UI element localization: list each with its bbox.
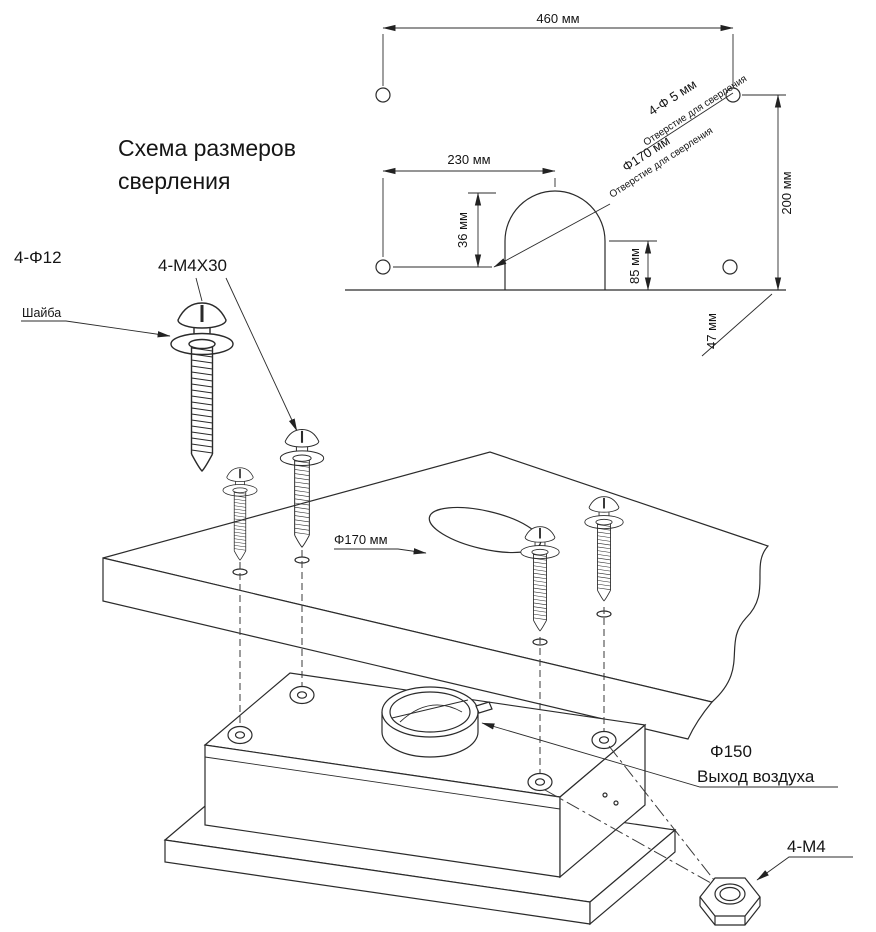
dim-85-label: 85 мм	[627, 248, 642, 284]
title-line2: сверления	[118, 168, 230, 194]
nut	[699, 877, 761, 926]
drill-holes	[375, 87, 741, 275]
dim-36-label: 36 мм	[455, 212, 470, 248]
hood-panel-seam	[204, 756, 561, 810]
dimension-230: 230 мм	[382, 152, 556, 257]
mounting-board: Φ170 мм	[102, 451, 770, 740]
nut-leader-lines	[544, 745, 719, 888]
title-line1: Схема размеров	[118, 135, 296, 161]
collar-inner-rim	[389, 691, 471, 733]
board-hole-callout: Φ170 мм	[334, 532, 427, 555]
hood-side-screw-dot	[602, 792, 608, 798]
drill-hole-top-right	[725, 87, 741, 103]
board-top-face	[102, 451, 770, 703]
outlet-label: Выход воздуха	[697, 767, 815, 786]
screws-spec-label: 4-М4Х30	[158, 256, 227, 275]
hood-mounting-washers	[227, 685, 617, 792]
board-hole-170	[428, 506, 542, 554]
nut-hole-inner	[719, 886, 741, 902]
dimension-460: 460 мм	[382, 11, 734, 86]
outlet-callout: Φ150 Выход воздуха	[481, 722, 838, 788]
collar-valve-flap	[399, 704, 463, 723]
board-hole-label: Φ170 мм	[334, 532, 388, 547]
outlet-dia-label: Φ150	[710, 742, 752, 761]
dimension-200: 200 мм	[742, 94, 794, 291]
dimension-47: 47 мм	[701, 293, 773, 357]
dim-460-label: 460 мм	[536, 11, 579, 26]
screw-axis-lines	[239, 550, 605, 773]
hood-side-screw-dot	[613, 800, 619, 806]
washer-label: Шайба	[22, 306, 61, 320]
hood-right-face	[559, 723, 646, 879]
nuts-spec-label: 4-М4	[787, 837, 826, 856]
base-right-face	[589, 828, 676, 926]
board-front-face	[102, 557, 714, 740]
nut-callout: 4-М4	[756, 837, 853, 881]
drill-hole-bottom-right	[722, 259, 738, 275]
scheme-title: Схема размеров сверления	[118, 135, 296, 194]
dimension-36: 36 мм	[393, 192, 496, 268]
drill-hole-bottom-left	[375, 259, 391, 275]
hood-unit	[203, 672, 647, 879]
dim-200-label: 200 мм	[779, 171, 794, 214]
main-screw-m4x30	[169, 301, 235, 473]
washers-spec-label: 4-Φ12	[14, 248, 62, 267]
drill-hole-top-left	[375, 87, 391, 103]
hardware-labels: 4-Φ12 4-М4Х30 Шайба	[14, 248, 298, 432]
drilling-schema: 460 мм 230 мм 36 мм 85 мм 200 мм	[345, 11, 794, 357]
collar-valve-seam	[391, 699, 469, 719]
arch-cutout-outline	[504, 190, 606, 290]
air-outlet-collar	[381, 686, 493, 758]
dim-230-label: 230 мм	[447, 152, 490, 167]
dim-47-label: 47 мм	[704, 313, 719, 349]
collar-clip	[475, 701, 493, 714]
dimension-85: 85 мм	[609, 240, 657, 291]
